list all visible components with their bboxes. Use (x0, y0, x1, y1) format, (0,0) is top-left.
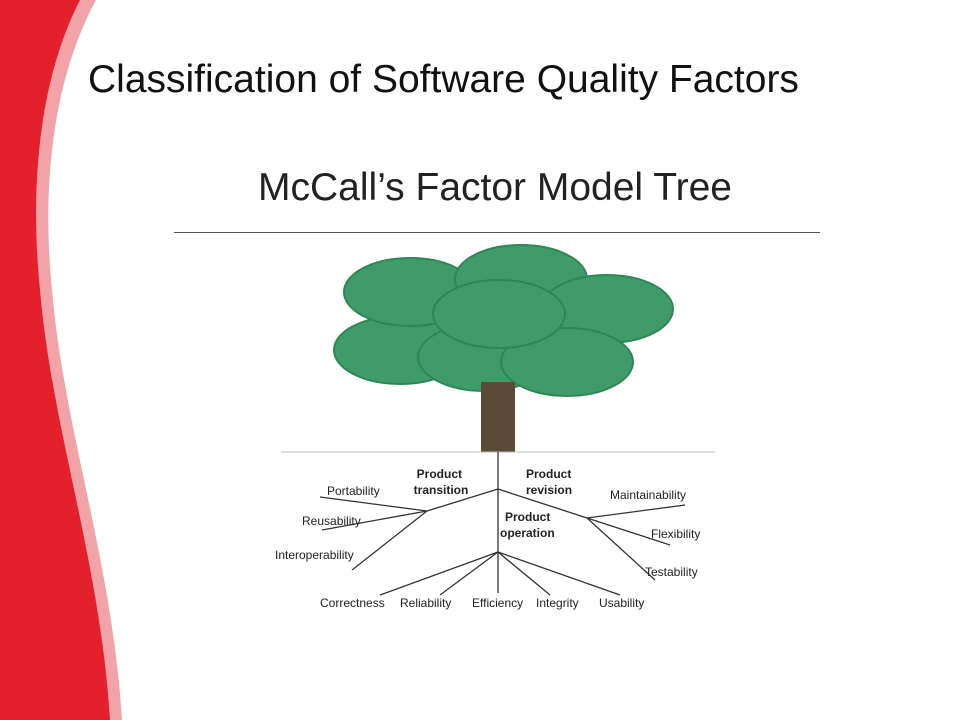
slide-subtitle: McCall’s Factor Model Tree (258, 166, 732, 209)
slide-title: Classification of Software Quality Facto… (88, 58, 799, 101)
category-product-transition: Product transition (414, 467, 469, 497)
factor-interoperability: Interoperability (275, 548, 354, 562)
factor-maintainability: Maintainability (610, 488, 686, 502)
tree-foliage (333, 244, 674, 397)
factor-portability: Portability (327, 484, 380, 498)
root-usability (497, 551, 621, 596)
factor-integrity: Integrity (536, 596, 579, 610)
factor-reliability: Reliability (400, 596, 451, 610)
root-maintainability (586, 504, 686, 519)
factor-correctness: Correctness (320, 596, 385, 610)
factor-reusability: Reusability (302, 514, 361, 528)
factor-testability: Testability (645, 565, 698, 579)
factor-usability: Usability (599, 596, 644, 610)
category-product-revision: Product revision (526, 467, 575, 497)
title-divider (174, 232, 820, 233)
root-branch-revision (497, 488, 588, 519)
root-integrity (497, 551, 551, 596)
foliage-blob (500, 327, 634, 397)
root-reliability (439, 551, 499, 596)
factor-efficiency: Efficiency (472, 596, 523, 610)
factor-flexibility: Flexibility (651, 527, 700, 541)
root-interoperability (351, 510, 428, 571)
root-flexibility (586, 517, 671, 546)
tree-trunk (481, 382, 515, 452)
foliage-blob (432, 279, 566, 349)
root-correctness (379, 551, 499, 596)
root-branch-transition (426, 488, 499, 512)
root-reusability (321, 510, 428, 531)
accent-red-swoosh (0, 0, 110, 720)
category-product-operation: Product operation (500, 510, 555, 540)
root-portability (319, 496, 428, 512)
root-testability (586, 517, 656, 581)
tree-roots (319, 452, 686, 596)
